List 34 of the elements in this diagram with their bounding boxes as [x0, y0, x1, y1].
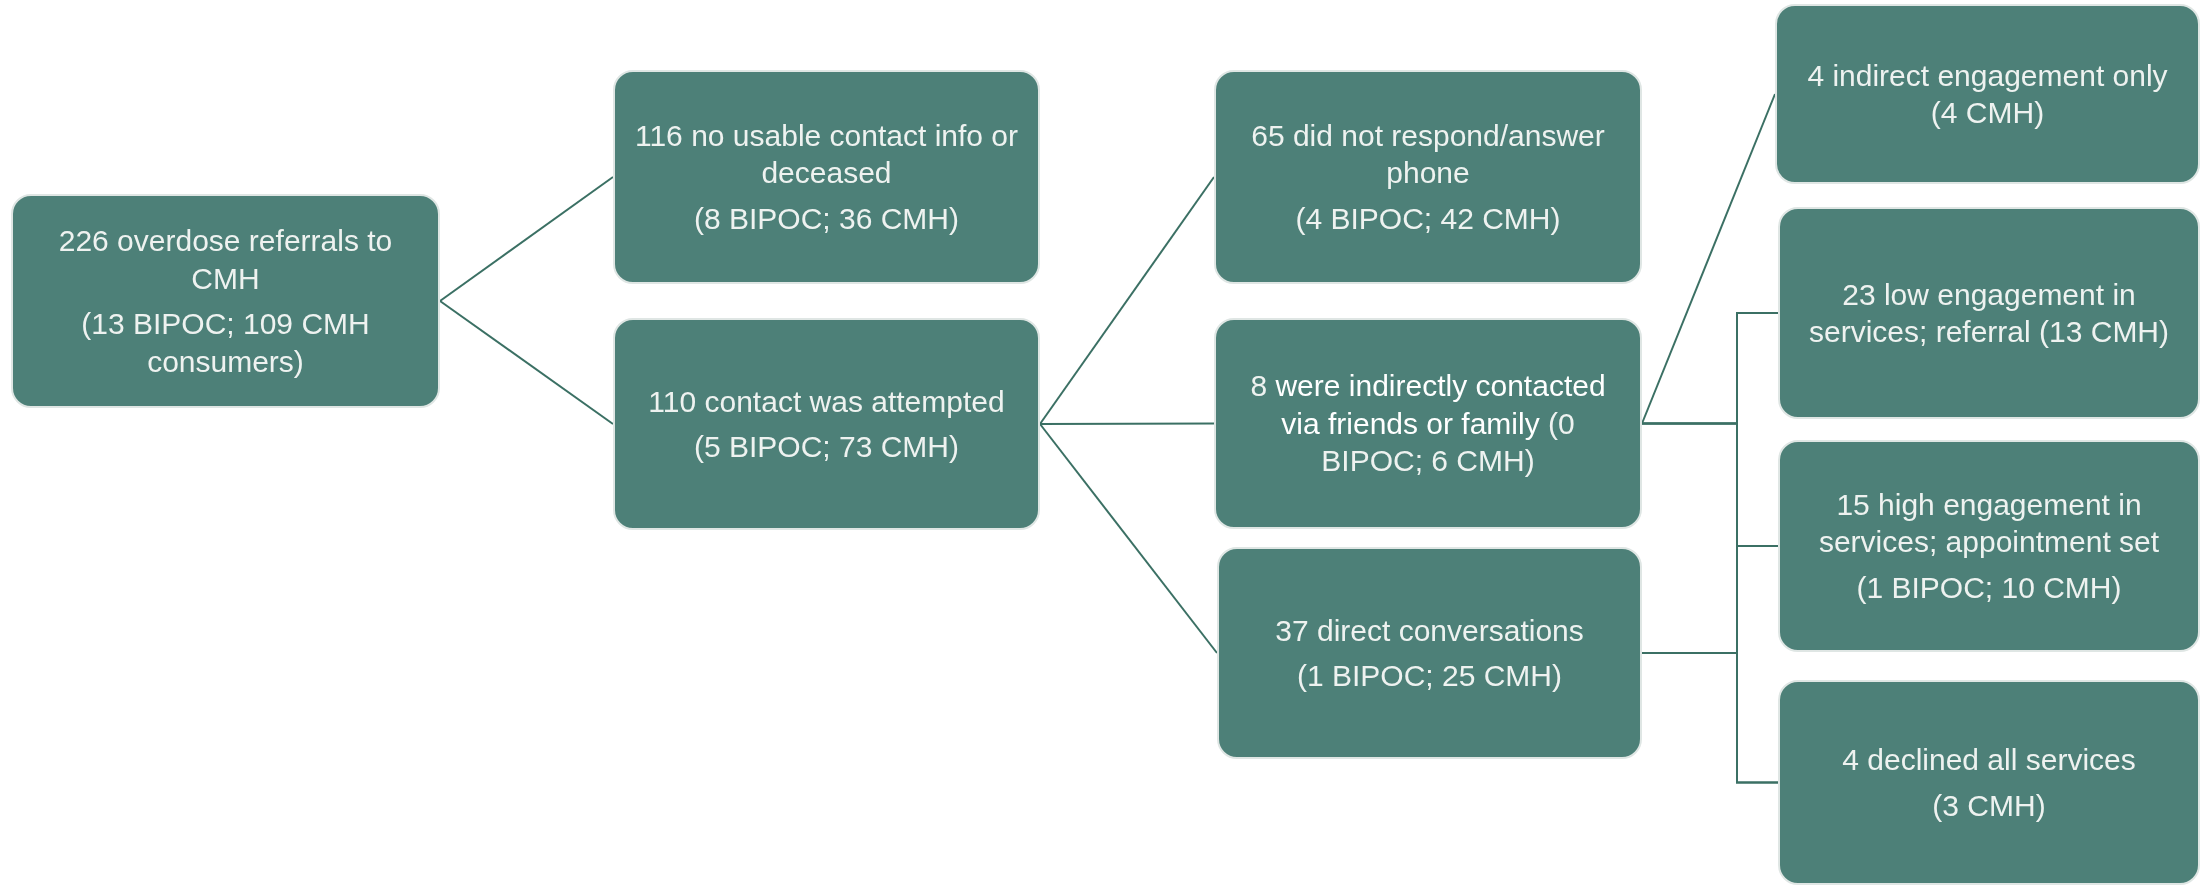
- connector-line: [1039, 422, 1215, 425]
- box-text: 15 high engagement in services; appointment set: [1817, 486, 2161, 561]
- connector-line: [1641, 93, 1776, 425]
- connector-line: [1039, 176, 1215, 425]
- box-text: 23 low engagement in services; referral (13 CMH): [1807, 276, 2171, 350]
- process-box: [1217, 547, 1642, 759]
- box-text: 37 direct conversations: [1275, 612, 1584, 649]
- box-text: (1 BIPOC; 10 CMH): [1856, 569, 2122, 606]
- process-box: [1214, 318, 1642, 529]
- box-text: 8 were indirectly contacted via friends or family (0 BIPOC; 6 CMH): [1249, 368, 1607, 480]
- box-text: (4 BIPOC; 42 CMH): [1295, 200, 1561, 237]
- connector-line: [439, 176, 614, 302]
- box-text: (8 BIPOC; 36 CMH): [693, 200, 960, 237]
- connector-line: [1641, 652, 1779, 784]
- box-text: (13 BIPOC; 109 CMH consumers): [80, 306, 371, 380]
- process-box: [1214, 70, 1642, 284]
- box-text: (1 BIPOC; 25 CMH): [1296, 658, 1563, 694]
- process-box: [1778, 207, 2200, 419]
- connector-line: [1039, 423, 1218, 654]
- box-text: 226 overdose referrals to CMH: [57, 223, 394, 297]
- process-box: [613, 70, 1040, 284]
- process-box: [1778, 440, 2200, 652]
- process-box: [11, 194, 440, 408]
- process-box: [1775, 4, 2200, 184]
- box-text: 110 contact was attempted: [648, 383, 1005, 420]
- process-box: [613, 318, 1040, 530]
- box-text: (5 BIPOC; 73 CMH): [693, 429, 960, 465]
- box-text: 4 declined all services: [1842, 742, 2136, 778]
- connector-line: [439, 300, 614, 425]
- box-text: 65 did not respond/answer phone: [1250, 117, 1606, 192]
- box-text: 116 no usable contact info or deceased: [633, 117, 1019, 192]
- box-text: 4 indirect engagement only (4 CMH): [1806, 57, 2169, 131]
- process-box: [1778, 680, 2200, 885]
- box-text: (3 CMH): [1932, 787, 2046, 824]
